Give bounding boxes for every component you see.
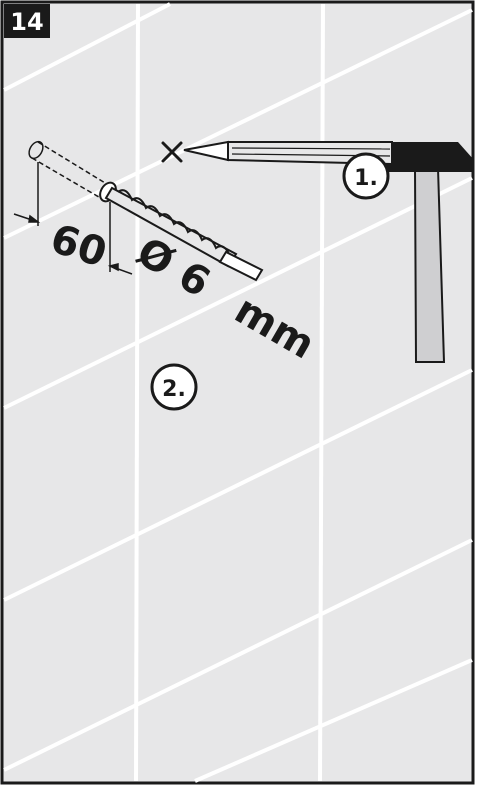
- hammer: [386, 142, 474, 363]
- step-marker-1-label: 1.: [354, 166, 378, 191]
- step-marker-2-label: 2.: [162, 377, 186, 402]
- hammer-handle: [413, 167, 446, 363]
- center-punch-tip: [183, 140, 229, 162]
- step-number: 14: [10, 8, 43, 36]
- cross-mark-icon: [161, 141, 183, 163]
- drill-bit-shank: [218, 250, 264, 282]
- step-marker-1: 1.: [342, 152, 390, 200]
- step-number-badge: [4, 4, 50, 38]
- step-marker-2: 2.: [150, 363, 198, 411]
- hammer-head: [386, 142, 474, 172]
- depth-dimension: [13, 162, 133, 275]
- drill-bit: [104, 186, 264, 282]
- tile-grout-lines: [3, 2, 473, 783]
